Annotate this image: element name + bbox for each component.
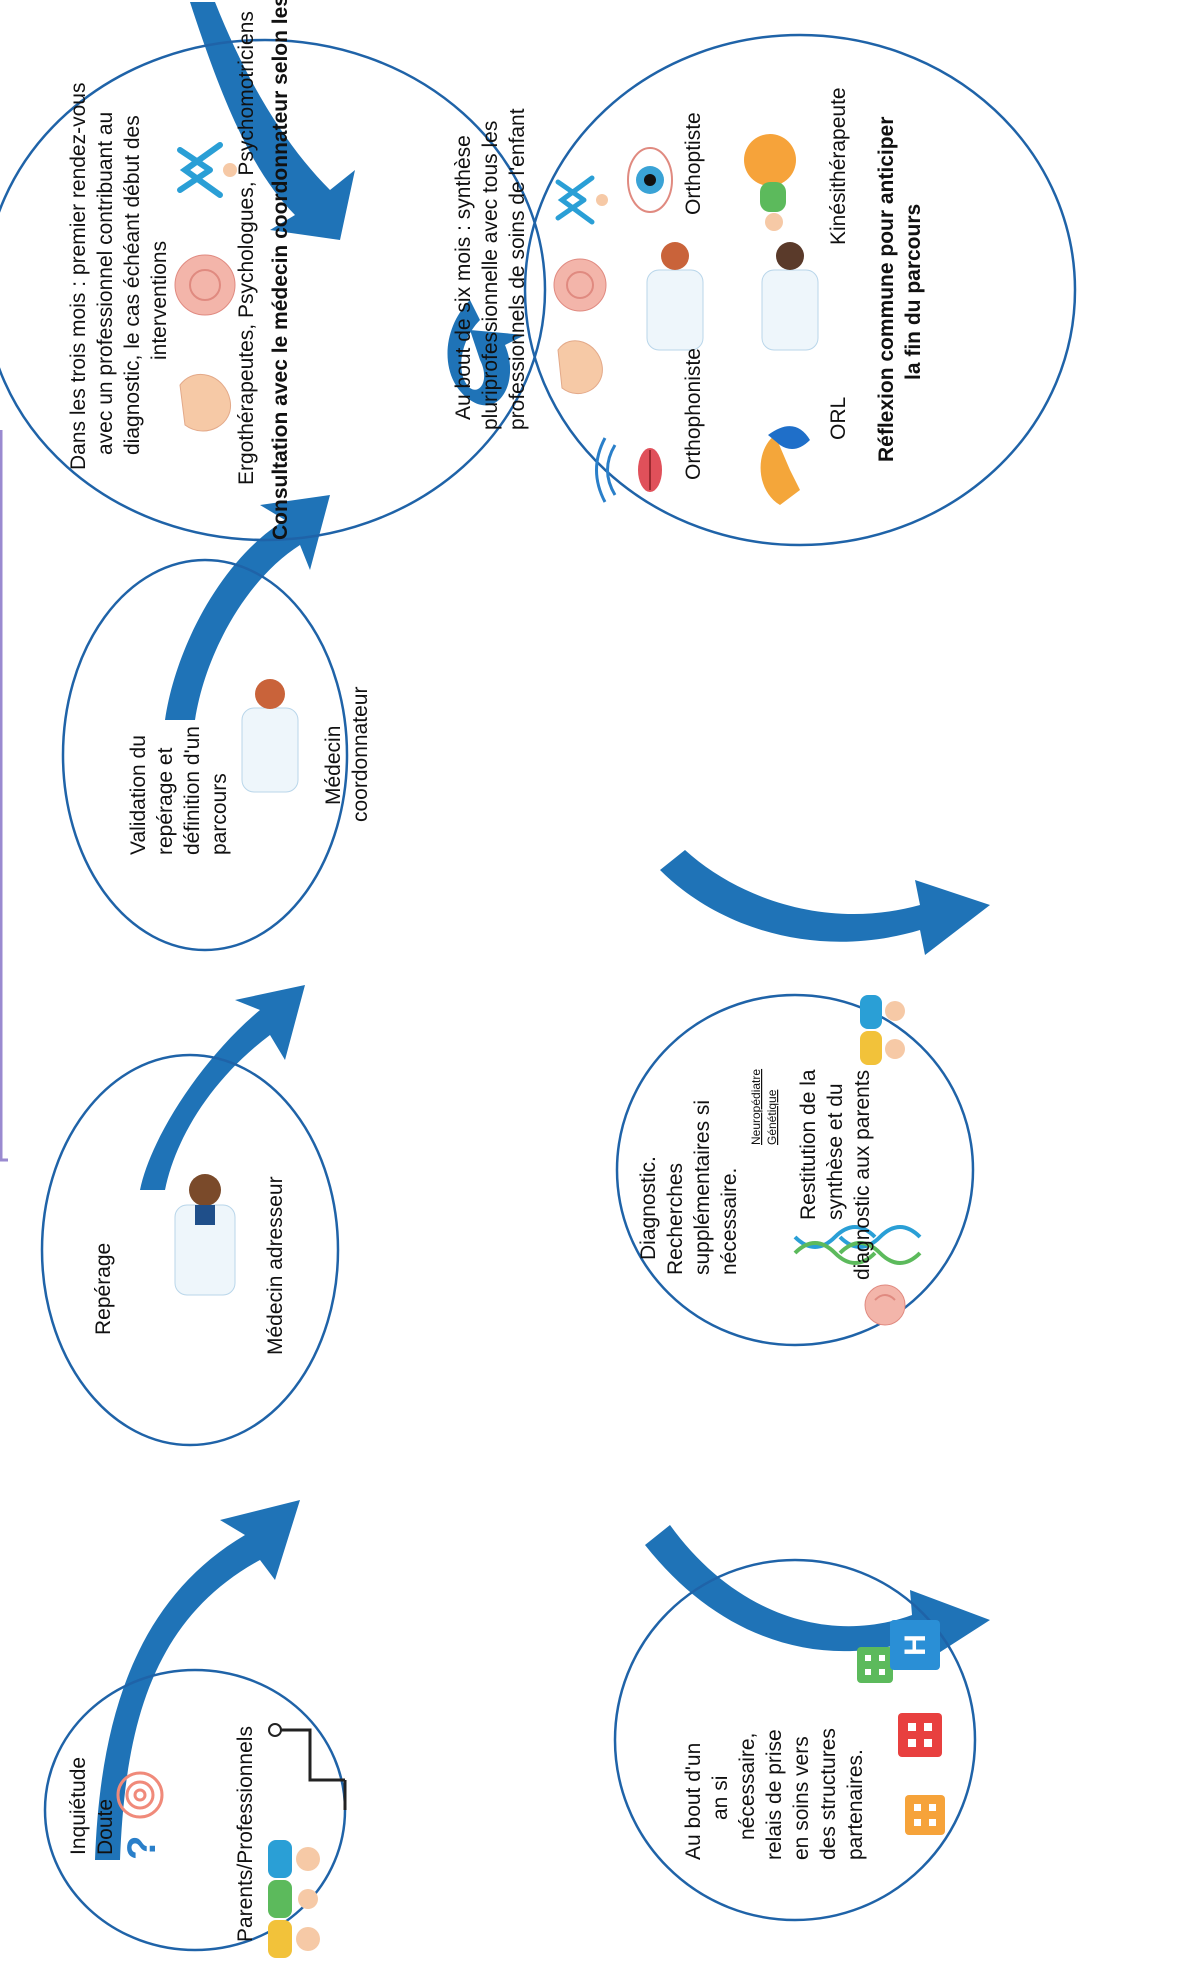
inquietude-caption: Parents/Professionnels — [234, 1726, 257, 1942]
node-validation-text: Validation du repérage et définition d'u… — [127, 687, 372, 855]
node-six-mois-text: Au bout de six mois : synthèse pluriprof… — [452, 87, 925, 480]
node-un-an-ellipse — [613, 1558, 977, 1922]
node-six-mois-ellipse — [523, 33, 1077, 547]
embryo-icon — [864, 1284, 906, 1326]
six-mois-bold1: Réflexion commune pour anticiper — [875, 117, 898, 462]
building-icon — [898, 1713, 942, 1757]
arrow-2 — [140, 985, 305, 1190]
validation-line2: repérage et — [154, 747, 177, 855]
sound-waves — [595, 437, 617, 503]
trois-mois-bold: Consultation avec le médecin coordonnate… — [269, 0, 292, 540]
question-mark-icon: ? — [120, 1836, 164, 1860]
inquietude-line2: Doute — [94, 1799, 117, 1855]
restitution-line3: diagnostic aux parents — [851, 1070, 874, 1280]
tag-genetique: Génétique — [765, 1089, 779, 1145]
node-diagnostic-text: Diagnostic. Recherches supplémentaires s… — [637, 1069, 874, 1280]
node-un-an-text: Au bout d'un an si nécessaire, relais de… — [682, 1728, 867, 1860]
trois-mois-line4: interventions — [148, 241, 171, 360]
spiral-icon — [116, 1771, 164, 1819]
hand-icon — [179, 373, 231, 432]
node-trois-mois-text: Dans les trois mois : premier rendez-vou… — [67, 0, 292, 540]
label-orthophoniste: Orthophoniste — [682, 348, 705, 480]
diagnostic-line1: Diagnostic. — [637, 1156, 660, 1260]
node-inquietude-text: Inquiétude Doute Parents/Professionnels — [67, 1726, 257, 1942]
arrow-4 — [190, 2, 355, 240]
doctor-icon — [646, 242, 704, 351]
child-figure-icon — [555, 175, 608, 225]
six-mois-line2: pluriprofessionnelle avec tous les — [479, 121, 502, 430]
inquietude-line1: Inquiétude — [67, 1757, 90, 1855]
arrow-1 — [95, 1500, 300, 1860]
svg-text:?: ? — [120, 1836, 164, 1860]
doctor-icon — [761, 242, 819, 351]
building-icon — [857, 1647, 893, 1683]
reperage-caption: Médecin adresseur — [264, 1176, 287, 1355]
trois-mois-line1: Dans les trois mois : premier rendez-vou… — [67, 83, 90, 470]
node-reperage-text: Repérage Médecin adresseur — [92, 1176, 287, 1355]
un-an-line3: nécessaire, — [736, 1733, 759, 1840]
building-icon — [905, 1795, 945, 1835]
dna-icon — [793, 1225, 877, 1265]
eye-icon — [627, 147, 673, 213]
restitution-line1: Restitution de la — [797, 1069, 820, 1220]
un-an-line5: en soins vers — [790, 1736, 813, 1860]
node-reperage-ellipse — [40, 1053, 340, 1447]
reperage-title: Repérage — [92, 1243, 115, 1335]
svg-text:H: H — [899, 1634, 932, 1656]
brain-icon — [553, 258, 607, 312]
dna-icon — [838, 1225, 922, 1265]
diagnostic-line2: Recherches — [664, 1163, 687, 1275]
doctor-icon — [241, 679, 299, 793]
validation-caption2: coordonnateur — [349, 687, 372, 822]
tag-neuropediatre: Neuropédiatre — [749, 1069, 763, 1145]
ear-icon — [760, 426, 810, 505]
un-an-line4: relais de prise — [763, 1729, 786, 1860]
un-an-line1: Au bout d'un — [682, 1743, 705, 1860]
trois-mois-caption: Ergothérapeutes, Psychologues, Psychomot… — [235, 11, 258, 485]
six-mois-line1: Au bout de six mois : synthèse — [452, 135, 475, 420]
arrow-3 — [165, 495, 330, 720]
diagnostic-line3: supplémentaires si — [691, 1100, 714, 1275]
parents-icon — [268, 1840, 320, 1958]
six-mois-bold2: la fin du parcours — [902, 204, 925, 380]
child-figure-icon — [177, 142, 237, 198]
un-an-line7: partenaires. — [844, 1749, 867, 1860]
label-orl: ORL — [827, 397, 850, 440]
mouth-icon — [638, 448, 662, 492]
label-orthoptiste: Orthoptiste — [682, 112, 705, 215]
arrow-loop — [447, 300, 525, 406]
doctor-icon — [174, 1174, 236, 1296]
parents-icon — [860, 995, 905, 1065]
restitution-line2: synthèse et du — [824, 1083, 847, 1220]
node-trois-mois-ellipse — [0, 38, 547, 542]
validation-line4: parcours — [208, 773, 231, 855]
un-an-line6: des structures — [817, 1728, 840, 1860]
hand-icon — [557, 340, 603, 394]
node-diagnostic-ellipse — [615, 993, 975, 1347]
label-kine: Kinésithérapeute — [827, 87, 850, 245]
diagnostic-line4: nécessaire. — [718, 1168, 741, 1275]
six-mois-line3: professionnels de soins de l'enfant — [506, 108, 529, 430]
trois-mois-line3: diagnostic, le cas échéant début des — [121, 115, 144, 455]
trois-mois-line2: avec un professionnel contribuant au — [94, 112, 117, 455]
validation-line3: définition d'un — [181, 726, 204, 855]
validation-caption1: Médecin — [322, 726, 345, 805]
un-an-line2: an si — [709, 1776, 732, 1820]
node-inquietude-ellipse — [43, 1668, 347, 1952]
stethoscope-icon — [268, 1723, 347, 1810]
validation-line1: Validation du — [127, 735, 150, 855]
node-validation-ellipse — [61, 558, 349, 952]
hospital-icon: H — [890, 1620, 940, 1670]
arrow-5 — [660, 850, 990, 955]
gym-ball-icon — [744, 134, 796, 231]
brain-icon — [174, 254, 236, 316]
